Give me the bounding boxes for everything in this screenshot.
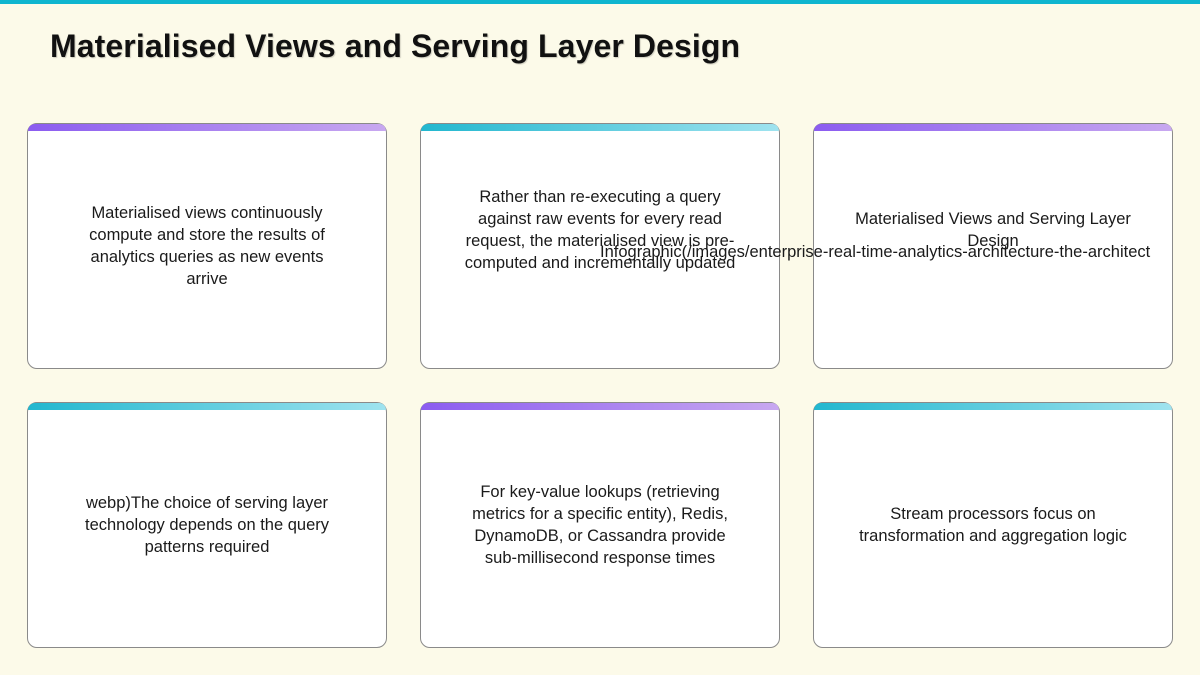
card-accent-bar <box>814 403 1172 410</box>
card-text: Materialised Views and Serving Layer Des… <box>855 210 1131 250</box>
content-card-5: For key-value lookups (retrieving metric… <box>420 402 780 648</box>
content-card-2: Rather than re-executing a query against… <box>420 123 780 369</box>
content-card-4: webp)The choice of serving layer technol… <box>27 402 387 648</box>
card-text: Materialised views continuously compute … <box>89 204 325 288</box>
card-accent-bar <box>421 124 779 131</box>
card-accent-bar <box>814 124 1172 131</box>
card-accent-bar <box>421 403 779 410</box>
content-card-6: Stream processors focus on transformatio… <box>813 402 1173 648</box>
top-accent-bar <box>0 0 1200 4</box>
card-accent-bar <box>28 403 386 410</box>
content-card-1: Materialised views continuously compute … <box>27 123 387 369</box>
card-text: For key-value lookups (retrieving metric… <box>472 483 728 567</box>
card-accent-bar <box>28 124 386 131</box>
slide-title: Materialised Views and Serving Layer Des… <box>50 28 741 64</box>
card-text: Stream processors focus on transformatio… <box>859 505 1127 545</box>
overflow-image-caption: Infographic(/images/enterprise-real-time… <box>600 243 1151 261</box>
card-text: webp)The choice of serving layer technol… <box>84 494 330 556</box>
content-card-3: Materialised Views and Serving Layer Des… <box>813 123 1173 369</box>
card-text: Rather than re-executing a query against… <box>464 188 736 272</box>
